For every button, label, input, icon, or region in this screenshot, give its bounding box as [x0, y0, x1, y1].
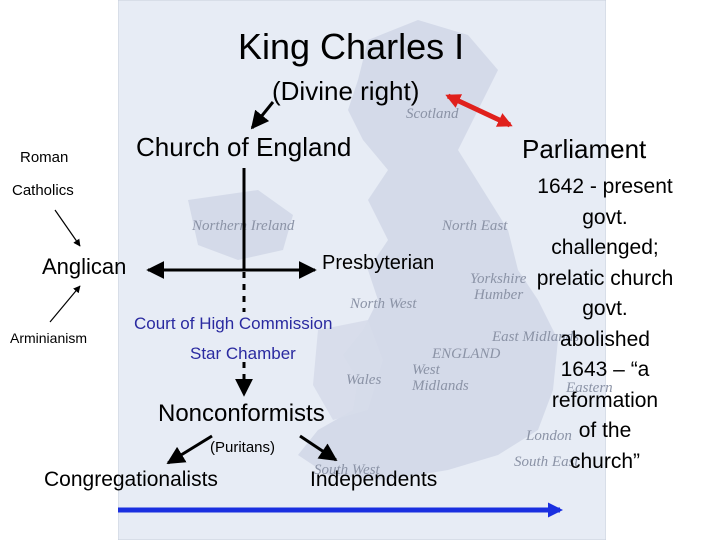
map-label-london: London — [526, 428, 572, 444]
roman-label: Roman — [20, 149, 69, 166]
map-label-east-midlands: East Midlands — [492, 329, 580, 345]
puritans-label: (Puritans) — [210, 439, 276, 456]
parliament-note-line: 1643 – “a — [560, 358, 650, 381]
parliament-note-line: church” — [569, 449, 641, 473]
parliament-note-line: abolished — [560, 327, 650, 351]
court-of-high-commission-label: Court of High Commission — [134, 314, 333, 333]
arrow-catholics-to-anglican — [54, 209, 81, 247]
arrow-king-parliament — [445, 93, 513, 128]
parliament-note-line: govt. — [582, 297, 628, 320]
parliament-notes: 1642 - present govt. challenged; prelati… — [500, 172, 710, 477]
arrow-divine-right-to-church — [250, 101, 275, 130]
map-label-south-east: South East — [514, 454, 579, 470]
map-label-south-west: South West — [314, 462, 380, 478]
map-label-west-midlands-1: West — [412, 362, 440, 378]
parliament-note-line: prelatic church — [536, 266, 674, 290]
slide-title: King Charles I — [238, 26, 465, 67]
parliament-note-line: reformation — [551, 388, 659, 412]
parliament-note-line: of the — [578, 419, 632, 442]
map-label-north-east: North East — [442, 218, 508, 234]
catholics-label: Catholics — [12, 182, 74, 199]
map-label-eastern: Eastern — [566, 380, 613, 396]
star-chamber-label: Star Chamber — [190, 344, 296, 363]
wales-landmass — [313, 320, 383, 420]
map-label-west-midlands-2: Midlands — [412, 378, 469, 394]
parliament-note-line: 1642 - present — [537, 175, 673, 198]
arrow-puritans-to-congregationalists — [166, 434, 213, 465]
arminianism-label: Arminianism — [10, 330, 88, 346]
map-label-wales: Wales — [346, 372, 382, 388]
church-of-england-label: Church of England — [136, 132, 352, 162]
map-label-humber: Humber — [474, 287, 524, 303]
parliament-label: Parliament — [522, 134, 647, 164]
congregationalists-label: Congregationalists — [44, 468, 218, 491]
presbyterian-label: Presbyterian — [322, 252, 435, 274]
parliament-note-line: challenged; — [551, 236, 659, 259]
map-label-yorkshire: Yorkshire — [470, 271, 527, 287]
northern-ireland-landmass — [188, 190, 293, 260]
slide-subtitle: (Divine right) — [272, 76, 420, 106]
arrow-puritans-to-independents — [299, 434, 338, 462]
map-label-north-west: North West — [350, 296, 417, 312]
map-label-england: ENGLAND — [432, 346, 501, 362]
arrow-arminianism-to-anglican — [49, 285, 81, 323]
nonconformists-label: Nonconformists — [158, 400, 325, 427]
parliament-note-line: govt. — [582, 205, 628, 229]
independents-label: Independents — [310, 468, 438, 491]
anglican-label: Anglican — [42, 254, 127, 279]
